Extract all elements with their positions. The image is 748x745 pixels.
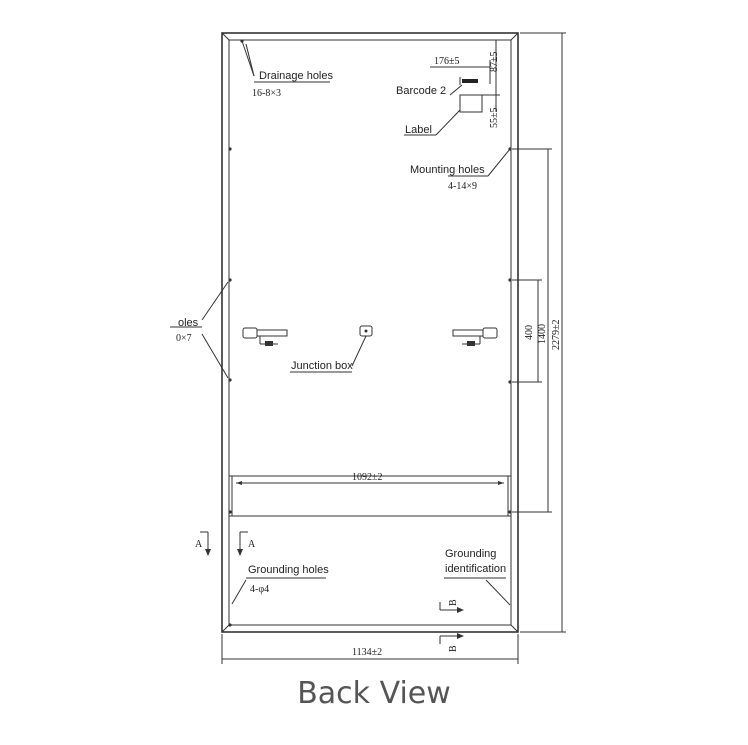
junction-box-leader [290,335,367,373]
outer-width-dimension [221,634,519,664]
grounding-holes-spec: 4-φ4 [250,584,269,595]
mounting-holes-label: Mounting holes [410,164,485,176]
top-offset-dim: 176±5 [434,56,460,67]
caption: Back View [297,676,451,711]
junction-box-left [242,327,288,346]
grounding-id-label-1: Grounding [445,548,496,560]
panel-frame [221,32,519,633]
mounting-holes-leader [448,148,511,177]
junction-box-right [452,327,498,346]
grounding-holes-leader [231,577,326,605]
section-a-markers [200,531,248,556]
outer-width-dim: 1134±2 [352,647,382,658]
junction-box-center [359,325,373,337]
barcode-and-label [404,40,500,136]
section-b-bottom: B [448,645,459,652]
section-b-markers [439,602,464,644]
mounting-holes-spec: 4-14×9 [448,181,477,192]
junction-box-label: Junction box [291,360,353,372]
drainage-holes-label: Drainage holes [259,70,333,82]
span-400-dim: 400 [524,325,535,340]
drainage-holes [228,39,512,627]
span-1400-dim: 1400 [537,324,548,344]
section-b-top: B [448,599,459,606]
side-holes-spec: 0×7 [176,333,192,344]
grounding-id-label-2: identification [445,563,506,575]
label-offset-1-dim: 87±5 [489,52,500,73]
cross-bar [229,475,511,517]
height-dim: 2279±2 [551,320,562,351]
section-a-left: A [195,539,203,550]
side-holes-label: oles [178,317,199,329]
label-text: Label [405,124,432,136]
inner-width-dim: 1092±2 [352,472,383,483]
side-holes-leader [170,281,229,379]
right-dimension-lines [512,32,566,633]
drainage-holes-spec: 16-8×3 [252,88,281,99]
barcode-label: Barcode 2 [396,85,446,97]
grounding-id-leader [444,577,511,606]
label-offset-2-dim: 55±5 [489,108,500,129]
section-a-right: A [248,539,256,550]
grounding-holes-label: Grounding holes [248,564,329,576]
